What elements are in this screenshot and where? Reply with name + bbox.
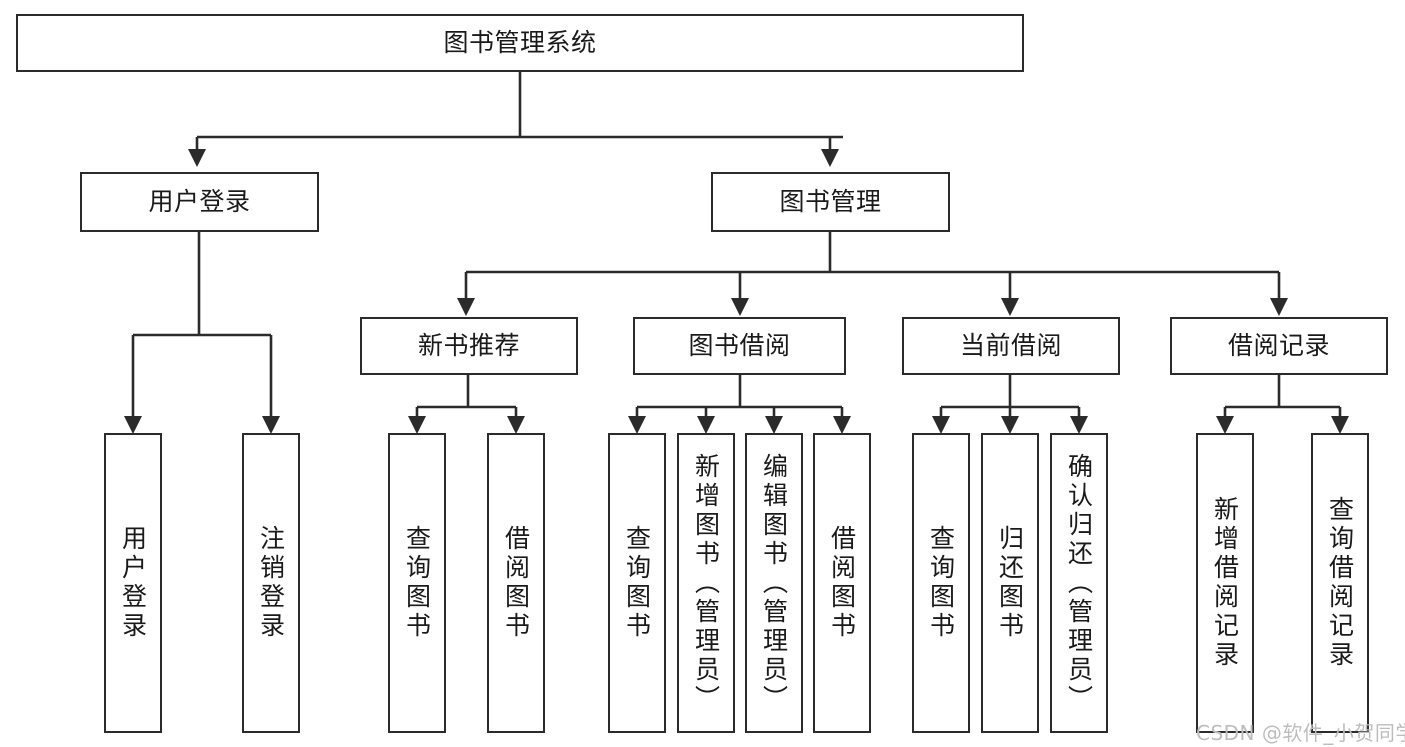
node-leaf-user-login[interactable]: 用户登录 [104,433,162,733]
node-leaf-add-borrow-record[interactable]: 新增借阅记录 [1196,433,1254,733]
node-leaf-borrow-book-borrow-label: 借阅图书 [827,525,857,641]
node-new-book-recommend-label: 新书推荐 [417,330,520,360]
node-current-borrow[interactable]: 当前借阅 [902,317,1120,375]
node-leaf-query-borrow-record[interactable]: 查询借阅记录 [1311,433,1369,733]
node-leaf-edit-book-admin[interactable]: 编辑图书（管理员） [745,433,803,733]
node-leaf-borrow-book-newbook-label: 借阅图书 [501,525,531,641]
node-leaf-edit-book-admin-label: 编辑图书（管理员） [759,452,789,714]
node-leaf-query-book-newbook-label: 查询图书 [402,525,432,641]
node-book-borrow-label: 图书借阅 [688,330,791,360]
node-leaf-query-book-newbook[interactable]: 查询图书 [388,433,446,733]
node-leaf-add-borrow-record-label: 新增借阅记录 [1210,496,1240,670]
node-book-borrow[interactable]: 图书借阅 [633,317,846,375]
node-current-borrow-label: 当前借阅 [959,330,1062,360]
node-leaf-query-book-borrow[interactable]: 查询图书 [608,433,666,733]
node-leaf-borrow-book-newbook[interactable]: 借阅图书 [487,433,545,733]
node-new-book-recommend[interactable]: 新书推荐 [360,317,578,375]
node-leaf-query-book-current[interactable]: 查询图书 [912,433,970,733]
node-root[interactable]: 图书管理系统 [16,14,1024,72]
node-leaf-logout[interactable]: 注销登录 [242,433,300,733]
node-user-login-label: 用户登录 [148,186,251,216]
node-leaf-logout-label: 注销登录 [256,525,286,641]
node-leaf-query-book-borrow-label: 查询图书 [622,525,652,641]
node-leaf-return-book[interactable]: 归还图书 [981,433,1039,733]
node-borrow-record[interactable]: 借阅记录 [1170,317,1388,375]
csdn-watermark: CSDN @软件_小贺同学 [1196,721,1405,745]
node-leaf-return-book-label: 归还图书 [995,525,1025,641]
node-leaf-add-book-admin[interactable]: 新增图书（管理员） [677,433,735,733]
node-leaf-confirm-return-admin[interactable]: 确认归还（管理员） [1050,433,1108,733]
node-book-management[interactable]: 图书管理 [711,172,950,232]
node-leaf-add-book-admin-label: 新增图书（管理员） [691,452,721,714]
node-borrow-record-label: 借阅记录 [1227,330,1330,360]
node-leaf-query-borrow-record-label: 查询借阅记录 [1325,496,1355,670]
node-book-management-label: 图书管理 [779,186,882,216]
node-root-label: 图书管理系统 [443,27,597,57]
node-leaf-confirm-return-admin-label: 确认归还（管理员） [1064,452,1094,714]
node-user-login[interactable]: 用户登录 [80,172,319,232]
node-leaf-query-book-current-label: 查询图书 [926,525,956,641]
node-leaf-borrow-book-borrow[interactable]: 借阅图书 [813,433,871,733]
node-leaf-user-login-label: 用户登录 [118,525,148,641]
